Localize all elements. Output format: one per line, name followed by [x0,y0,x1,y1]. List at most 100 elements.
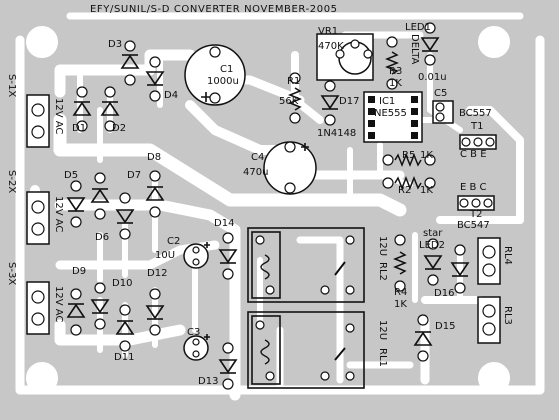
connector-s1 [26,94,50,148]
relay-rl2-inner [251,231,281,299]
mounting-holes [26,26,510,394]
diodes [66,37,470,374]
label-delta: DELTA [409,34,420,65]
label-ic1-part: NE555 [374,108,407,119]
diode-d5-icon [66,197,86,212]
label-d12: D12 [147,268,168,279]
relay-rl2-switch-icon [334,261,346,276]
diode-d15-icon [413,331,433,346]
relay-rl1-switch-icon [334,347,346,361]
label-s1: S-1X [6,74,17,98]
label-d13: D13 [198,376,219,387]
label-c3: C3 [187,327,201,338]
label-t1: T1 [471,121,484,132]
diode-d11-icon [115,320,135,335]
diode-d4-icon [145,71,165,86]
label-rl2: RL2 [377,262,388,281]
ic1-pins [368,96,418,139]
relay-rl1-outline [247,311,365,389]
label-r1: R1 [287,76,301,87]
label-d17: D17 [339,96,360,107]
label-bc557: BC557 [459,108,492,119]
diode-d6-icon [90,188,110,203]
label-bc547: BC547 [457,220,490,231]
label-d14: D14 [214,218,235,229]
mounting-hole-top-left [26,26,58,58]
label-vr1: VR1 [318,26,339,37]
diode-d2-icon [100,101,120,116]
diode-d10-icon [90,299,110,314]
diode-d13-icon [218,359,238,374]
label-r2-value: 1K [420,185,433,196]
label-cap-value: 0.01u [418,72,447,83]
label-d1: D1 [72,123,87,134]
label-s3: S-3X [6,262,17,286]
label-s2-ac: 12V AC [53,196,64,233]
resistor-r5-icon [394,152,422,168]
polarity-marks [201,92,309,340]
label-r1-value: 56K [279,96,299,107]
relay-rl1-inner [251,315,281,385]
resistor-r4-icon [392,251,408,275]
copper-traces [15,12,545,401]
c3-plus-icon [204,334,210,340]
label-d3: D3 [108,39,123,50]
label-d15: D15 [435,321,456,332]
label-d2: D2 [112,123,127,134]
label-rl3: RL3 [502,306,513,325]
c4-plus-icon [301,143,309,151]
label-c2: C2 [167,236,181,247]
label-t2-pins: E B C [460,182,487,193]
relay-outlines [247,227,365,389]
mounting-hole-top-right [478,26,510,58]
relay-coils [260,254,346,365]
label-d9: D9 [72,266,87,277]
label-c1-value: 1000u [207,76,239,87]
diode-d8-icon [145,186,165,201]
capacitors [183,41,372,361]
resistors [287,51,422,275]
label-r2: R2 [398,185,412,196]
c2-plus-icon [204,242,210,248]
diode-d7-icon [115,209,135,224]
diode-d12-icon [145,305,165,320]
label-t2: T2 [470,209,483,220]
label-s1-ac: 12V AC [53,98,64,135]
label-d4: D4 [164,90,179,101]
diode-d14-icon [218,249,238,264]
label-c1: C1 [220,64,234,75]
label-rl2-voltage: 12U [377,236,388,257]
c1-plus-icon [201,92,211,102]
relay-rl1-coil-icon [260,339,270,365]
label-c2-value: 10U [155,250,176,261]
label-s3-ac: 12V AC [53,286,64,323]
label-r5: R5 [402,150,416,161]
label-d7: D7 [127,170,142,181]
connector-s2 [26,191,50,245]
connector-rl4 [477,237,501,285]
label-c4-value: 470u [243,167,269,178]
label-rl1: RL1 [377,348,388,367]
label-rl1-voltage: 12U [377,320,388,341]
connector-s3 [26,281,50,335]
led1-icon [420,37,440,52]
capacitor-c2 [183,243,209,269]
diode-d17-icon [320,95,340,110]
label-star: star [423,228,443,239]
led2-icon [423,255,443,270]
capacitor-c3 [183,335,209,361]
label-vr1-value: 470K [318,41,344,52]
label-r4-value: 1K [394,299,407,310]
solder-pads [31,22,496,390]
label-t1-pins: C B E [460,149,487,160]
diode-d1-icon [72,101,92,116]
label-r3: R3 [389,66,403,77]
label-d5: D5 [64,170,79,181]
label-c5: C5 [434,88,448,99]
label-r3-value: 1K [389,78,402,89]
label-r4: R4 [394,287,408,298]
label-d10: D10 [112,278,133,289]
relay-rl2-outline [247,227,365,303]
